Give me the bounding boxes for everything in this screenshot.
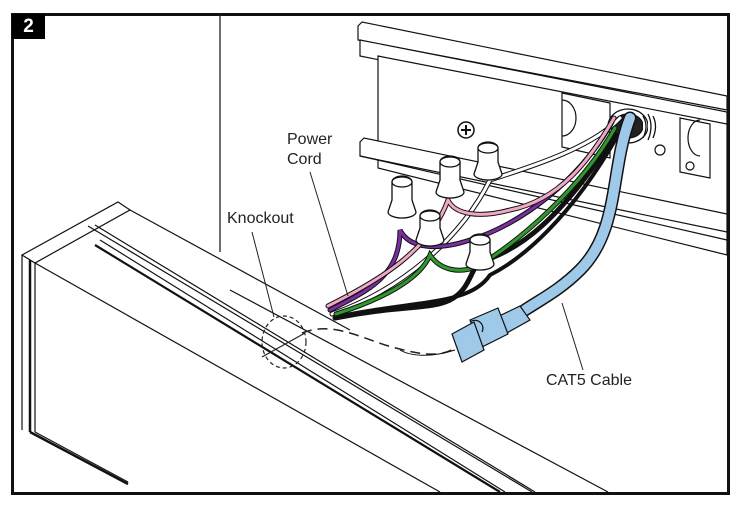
wire-black: [332, 132, 618, 321]
wire-black-2: [338, 133, 620, 318]
knockout-marker: [261, 315, 456, 369]
power-cord-label-line1: Power: [287, 131, 333, 148]
cat5-wire-to-knockout: [399, 349, 456, 356]
step-number-badge: 2: [12, 14, 45, 39]
power-cord-label-line2: Cord: [287, 151, 322, 168]
cat5-cable: [399, 111, 637, 363]
power-cord-label: Power Cord: [287, 130, 332, 170]
knockout-leader: [251, 231, 275, 318]
screw-icon: [457, 121, 475, 139]
enclosure-box: [20, 201, 609, 493]
rj45-connector: [451, 305, 531, 363]
cat5-leader: [561, 302, 584, 371]
knockout-label: Knockout: [227, 210, 294, 227]
wire-nut: [465, 233, 495, 271]
cat5-cable-label: CAT5 Cable: [546, 372, 632, 389]
diagram-frame: [11, 13, 730, 495]
power-cord-wires: [325, 115, 623, 321]
wire-nut: [473, 141, 503, 181]
wire-nuts: [387, 141, 503, 271]
wire-nut: [415, 209, 445, 247]
wire-nut: [435, 155, 465, 199]
wire-nut: [387, 175, 417, 219]
power-cord-leader: [309, 171, 349, 297]
